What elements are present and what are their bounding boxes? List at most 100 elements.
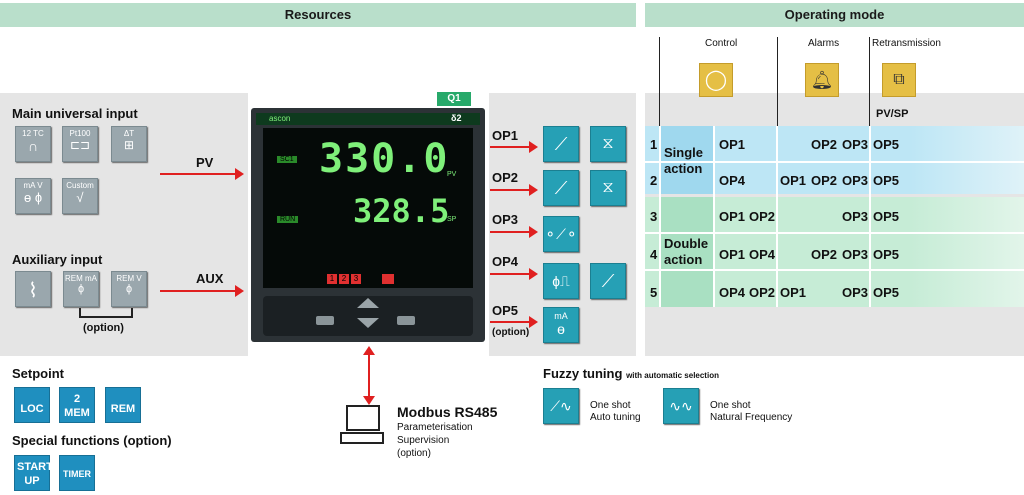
op1-arrow (490, 141, 538, 153)
row-3-control-2: OP2 (749, 209, 776, 224)
aux-label: AUX (196, 271, 224, 286)
row-1-number: 1 (650, 137, 658, 152)
row-5-control-1: OP4 (719, 285, 746, 300)
op2-arrow (490, 184, 538, 196)
timer-button: TIMER (59, 455, 95, 491)
pv-value: 330.0 (319, 136, 450, 182)
instrument-topbar (256, 113, 480, 125)
pt100-input-icon: Pt100⊏⊐ (62, 126, 98, 162)
row-4-alarm-3: OP3 (842, 247, 869, 262)
col-control-label: Control (705, 38, 738, 49)
delta-t-input-icon: ΔT⊞ (111, 126, 147, 162)
resources-header: Resources (0, 3, 636, 27)
retransmission-icon: ⧉ (882, 63, 916, 97)
loc-button: LOC (14, 387, 50, 423)
model-label: δ2 (451, 113, 462, 123)
function-key-right[interactable] (397, 316, 415, 325)
modbus-line-parameterisation: Parameterisation (397, 422, 473, 433)
start-up-button: START UP (14, 455, 53, 491)
aux-input-title: Auxiliary input (12, 252, 103, 267)
alarm-bell-icon: 🔔︎ (805, 63, 839, 97)
row-2-alarm-3: OP3 (842, 173, 869, 188)
auto-tuning-icon: ⟋∿ (543, 388, 579, 424)
op3-label: OP3 (492, 212, 519, 227)
setpoint-title: Setpoint (12, 366, 64, 381)
run-label: RUN (277, 216, 299, 223)
down-key[interactable] (357, 318, 379, 328)
row-4-retrans: OP5 (873, 247, 900, 262)
pv-label: PV (196, 155, 214, 170)
sc1-label: SC1 (277, 156, 297, 163)
natural-frequency-icon: ∿∿ (663, 388, 699, 424)
row-3-alarm-3: OP3 (842, 209, 869, 224)
pv-unit: PV (447, 171, 457, 178)
modbus-arrow-up-head (363, 346, 375, 355)
row-2-retrans: OP5 (873, 173, 900, 188)
q1-tag: Q1 (437, 92, 471, 106)
row-1-retrans: OP5 (873, 137, 900, 152)
controller-instrument: ascon δ2 SC1 330.0 PV RUN 328.5 SP 1 2 3 (251, 108, 485, 342)
computer-icon (340, 405, 384, 445)
op5-label: OP5 (492, 303, 519, 318)
sp-value: 328.5 (353, 192, 450, 230)
control-loop-icon: ◯ (699, 63, 733, 97)
row-3-control-1: OP1 (719, 209, 746, 224)
led-3: 3 (351, 274, 361, 284)
op2-relay-icon: ⟋ (543, 170, 579, 206)
col-separator (659, 126, 661, 307)
op2-ssr-icon: ⧖ (590, 170, 626, 206)
column-divider-retrans (869, 37, 870, 127)
op1-label: OP1 (492, 128, 519, 143)
brand-logo: ascon (269, 114, 291, 123)
display-area (263, 128, 473, 288)
up-key[interactable] (357, 298, 379, 308)
natural-frequency-line2: Natural Frequency (710, 412, 793, 423)
mem-button: 2 MEM (59, 387, 95, 423)
op4-relay-icon: ⟋ (590, 263, 626, 299)
op5-option-label: (option) (492, 327, 530, 338)
aux-option-label: (option) (83, 322, 124, 334)
op4-label: OP4 (492, 254, 519, 269)
function-key-left[interactable] (316, 316, 334, 325)
double-action-cell (661, 197, 713, 307)
row-2-number: 2 (650, 173, 658, 188)
single-action-label: Single action (664, 145, 704, 176)
aux-arrow (160, 285, 244, 297)
row-5-alarm-3: OP3 (842, 285, 869, 300)
custom-input-icon: Custom√ (62, 178, 98, 214)
aux-generic-icon: ⌇ (15, 271, 51, 307)
single-action-cell (661, 126, 713, 194)
row-2-alarm-2: OP2 (811, 173, 838, 188)
row-5-retrans: OP5 (873, 285, 900, 300)
row-3-retrans: OP5 (873, 209, 900, 224)
op4-ssr-drive-icon: ɸ⎍ (543, 263, 579, 299)
row-separator (645, 232, 1024, 234)
operating-mode-header: Operating mode (645, 3, 1024, 27)
row-separator (645, 161, 1024, 163)
modbus-vertical-arrow (368, 350, 370, 400)
auto-tuning-line2: Auto tuning (590, 412, 641, 423)
row-5-control-2: OP2 (749, 285, 776, 300)
fuzzy-title: Fuzzy tuning with automatic selection (543, 366, 719, 381)
col-separator (869, 126, 871, 307)
op3-changeover-relay-icon: ⚬⟋⚬ (543, 216, 579, 252)
double-action-label: Double action (664, 236, 709, 267)
pv-arrow (160, 168, 244, 180)
row-1-alarm-3: OP3 (842, 137, 869, 152)
op1-relay-icon: ⟋ (543, 126, 579, 162)
row-2-alarm-1: OP1 (780, 173, 807, 188)
op4-arrow (490, 268, 538, 280)
fuzzy-subtitle: with automatic selection (626, 371, 719, 380)
auto-tuning-line1: One shot (590, 400, 631, 411)
row-1-alarm-2: OP2 (811, 137, 838, 152)
rem-button: REM (105, 387, 141, 423)
col-separator (776, 126, 778, 307)
pvsp-label: PV/SP (876, 108, 909, 120)
row-2-control-1: OP4 (719, 173, 746, 188)
led-down-indicator (382, 274, 394, 284)
option-bracket (79, 308, 133, 318)
